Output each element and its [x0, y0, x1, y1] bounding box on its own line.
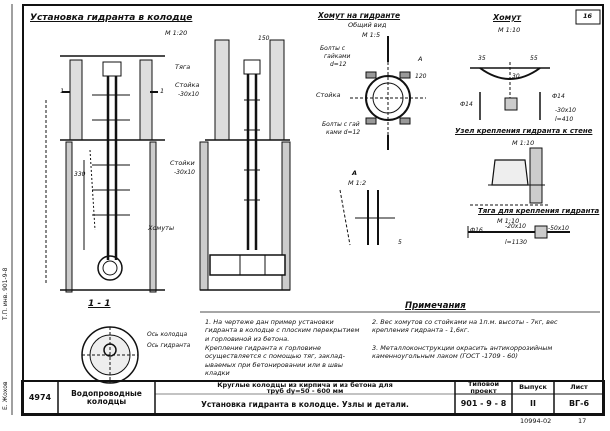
dim-30: 30	[512, 73, 520, 80]
dim-55: 55	[530, 55, 538, 62]
notes-title: Примечания	[405, 301, 466, 311]
section-a-title: A	[352, 169, 358, 177]
label-bolts-b1: Болты с гай	[322, 121, 360, 128]
label-khomuty: Хомуты	[148, 224, 175, 232]
title-system: Водопроводные колодцы	[71, 389, 142, 406]
side-wall-left	[214, 39, 230, 141]
well-neck-wall-left	[69, 59, 83, 141]
label-rod-phi: Ф16	[470, 227, 483, 234]
footer-doc-number: 10994-02	[520, 417, 552, 425]
dim-150: 150	[258, 35, 270, 42]
sheet-label: Лист	[570, 383, 588, 392]
well-wall-left	[65, 141, 73, 293]
issue-label: Выпуск	[519, 383, 547, 392]
note-2: 2. Вес хомутов со стойками на 1п.м. высо…	[372, 318, 558, 335]
label-phi6: Ф14	[460, 101, 473, 108]
well-neck-wall-right	[139, 59, 153, 141]
note-1b: Крепление гидранта к горловине осуществл…	[205, 344, 345, 378]
label-rod-dim: -20х10	[505, 223, 526, 230]
clamp-hydrant-subtitle: Общий вид	[348, 21, 387, 29]
rod-scale: М 1:10	[497, 217, 520, 225]
dim-120: 120	[415, 73, 427, 80]
side-wall-right	[269, 39, 285, 141]
issue-value: II	[530, 399, 536, 409]
sheet-value: ВГ-6	[568, 399, 590, 409]
label-stoyki-dim: -30х10	[174, 169, 195, 176]
left-stamp-bottom: Е. Жохов	[2, 381, 9, 411]
label-rod-dim2: -50х10	[548, 225, 569, 232]
label-bolts-1: Болты с	[320, 45, 346, 52]
dim-35: 35	[478, 55, 486, 62]
node-title: Узел крепления гидранта к стене	[455, 127, 593, 135]
label-stoyka-dim: -30х10	[178, 91, 199, 98]
label-bolts-b2: ками d=12	[326, 129, 361, 136]
rod-title: Тяга для крепления гидранта	[478, 207, 600, 215]
sheet-number: 16	[583, 12, 593, 20]
label-bolts-2: гайками	[324, 53, 351, 60]
project-label: Типовой проект	[467, 379, 500, 395]
title-line-2: труб dу=50 - 600 мм	[266, 386, 344, 395]
footer-page: 17	[578, 417, 587, 425]
project-value: 901 - 9 - 8	[460, 399, 507, 409]
note-1: 1. На чертеже дан пример установки гидра…	[205, 318, 360, 343]
section-mark-right: 1	[160, 87, 165, 95]
note-3: 3. Металлоконструкции окрасить антикорро…	[372, 344, 553, 361]
label-clamp-dim: -30х10	[555, 107, 576, 114]
label-stoyka: Стойка	[175, 81, 200, 89]
label-clamp-len: l=410	[555, 116, 574, 123]
title-code: 4974	[28, 392, 52, 402]
node-scale: М 1:10	[512, 139, 535, 147]
label-bolts-3: d=12	[330, 61, 347, 68]
dim-5: 5	[398, 239, 402, 246]
clamp-hydrant-scale: М 1:5	[362, 31, 381, 39]
clamp-title: Хомут	[493, 13, 522, 22]
main-view-title: Установка гидранта в колодце	[30, 13, 193, 23]
title-line-3: Установка гидранта в колодце. Узлы и дет…	[201, 400, 409, 410]
label-phi14: Ф14	[552, 93, 565, 100]
title-line-1: Круглые колодцы из кирпича и из бетона д…	[217, 380, 393, 389]
left-stamp-top: Т.П. инв. 901-9-8	[2, 267, 9, 321]
title-block-frame	[21, 380, 605, 416]
well-wall-right	[149, 141, 157, 293]
label-well-axis: Ось колодца	[147, 331, 188, 338]
label-a-mark: A	[418, 55, 423, 63]
label-rod-len: l=1130	[505, 239, 527, 246]
label-stoyki: Стойки	[170, 159, 195, 167]
clamp-scale: М 1:10	[498, 26, 521, 34]
section-a-scale: М 1:2	[348, 179, 367, 187]
clamp-hydrant-title: Хомут на гидранте	[318, 11, 401, 20]
node-hydrant-body	[491, 159, 529, 186]
section-mark-left: 1	[60, 87, 65, 95]
label-tyaga: Тяга	[175, 63, 191, 71]
section-11-title: 1 - 1	[88, 299, 111, 309]
main-view-scale: М 1:20	[165, 29, 188, 37]
label-hydrant-axis: Ось гидранта	[147, 342, 191, 349]
label-stoyka-right: Стойка	[316, 91, 341, 99]
dim-330: 330	[74, 171, 86, 178]
